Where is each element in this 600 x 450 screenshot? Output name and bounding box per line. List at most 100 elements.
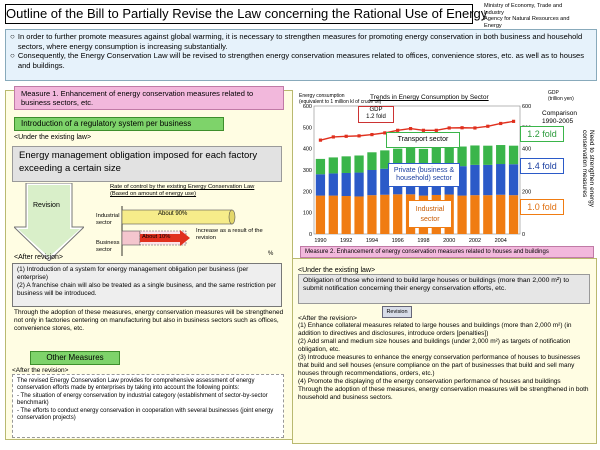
ministry-line: Ministry of Economy, Trade and (484, 3, 563, 9)
left-axis-unit: (equivalent to 1 million kl of crude oil… (299, 99, 382, 105)
bar-private (508, 164, 519, 196)
rate-chart-title-text: Rate of control by the existing Energy C… (110, 184, 255, 190)
x-tick-label: 2002 (469, 238, 481, 244)
industrial-rate-bar-end (228, 209, 236, 225)
intro-paragraph: ○ In order to further promote measures a… (10, 32, 592, 51)
left-tick-label: 100 (303, 211, 312, 217)
gdp-point (473, 126, 477, 130)
gdp-point (486, 124, 490, 128)
right-axis-unit: (trillion yen) (548, 96, 574, 102)
after-revision-label: <After revision> (14, 254, 64, 261)
bar-transport (315, 158, 326, 175)
obligation-box: Energy management obligation imposed for… (12, 146, 282, 182)
right-tick-label: 0 (522, 232, 525, 238)
ministry-line: Agency for Natural Resources and (484, 16, 570, 22)
bar-transport (328, 157, 338, 174)
left-tick-label: 400 (303, 147, 312, 153)
bar-industrial (496, 194, 506, 234)
m2-existing-law-label: <Under the existing law> (298, 267, 376, 274)
gdp-callout-label: GDP (369, 107, 383, 113)
bar-industrial (483, 195, 493, 234)
gdp-point (331, 135, 335, 139)
revision-arrow-icon (14, 183, 84, 261)
gdp-point (357, 134, 361, 138)
gdp-callout: GDP 1.2 fold (358, 106, 394, 123)
bar-industrial (367, 195, 377, 234)
bar-private (483, 164, 493, 196)
bar-transport (367, 152, 377, 170)
intro-text: Consequently, the Energy Conservation La… (17, 51, 585, 70)
measure2-heading: Measure 2. Enhancement of energy conserv… (300, 246, 594, 258)
m2-item: (2) Add small and medium size houses and… (298, 338, 571, 353)
gdp-point (344, 134, 348, 138)
existing-law-label: <Under the existing law> (14, 134, 92, 141)
x-tick-label: 1990 (314, 238, 326, 244)
after-revision-item: (1) Introduction of a system for energy … (17, 266, 249, 281)
m2-summary: Through the adoption of these measures, … (298, 386, 589, 401)
private-sector-label: Private (business & household) sector (388, 163, 460, 187)
bar-private (341, 172, 351, 197)
bar-industrial (393, 194, 403, 234)
gdp-point (383, 131, 387, 135)
x-tick-label: 1994 (366, 238, 378, 244)
right-tick-label: 400 (522, 147, 531, 153)
bar-transport (393, 148, 403, 168)
rate-chart-title: Rate of control by the existing Energy C… (110, 184, 260, 198)
m2-item: (1) Enhance collateral measures related … (298, 322, 572, 337)
bar-transport (457, 146, 467, 167)
bullet-icon: ○ (10, 32, 15, 41)
bar-transport (405, 148, 416, 168)
x-tick-label: 1992 (340, 238, 352, 244)
other-measures-paragraph: The revised Energy Conservation Law prov… (17, 378, 255, 392)
left-tick-label: 600 (303, 104, 312, 110)
industrial-sector-chart-label: Industrial sector (408, 200, 452, 228)
gdp-callout-fold: 1.2 fold (366, 114, 386, 120)
m2-item: (3) Introduce measures to enhance the en… (298, 354, 581, 377)
side-note: Need to strengthen energy conservation m… (581, 130, 595, 207)
bar-industrial (315, 195, 326, 234)
left-tick-label: 200 (303, 189, 312, 195)
rate-chart-subtitle: (Based on amount of energy use) (110, 191, 197, 197)
comparison-note: Comparison 1990-2005 (542, 110, 577, 126)
bar-transport (418, 148, 429, 168)
bar-private (380, 168, 390, 195)
measure1-heading: Measure 1. Enhancement of energy conserv… (14, 86, 284, 110)
m2-existing-box: Obligation of those who intend to build … (298, 274, 590, 304)
intro-text: In order to further promote measures aga… (17, 32, 583, 51)
measure1-section-title: Introduction of a regulatory system per … (14, 117, 224, 131)
chart-left-axis-title: Energy consumption (equivalent to 1 mill… (299, 93, 381, 105)
gdp-point (421, 128, 426, 132)
gdp-point (370, 132, 374, 137)
bar-industrial (354, 196, 364, 234)
increase-note: Increase as a result of the revision (196, 228, 263, 241)
bar-industrial (380, 194, 390, 234)
left-tick-label: 300 (303, 168, 312, 174)
bar-private (470, 164, 480, 196)
bar-industrial (341, 196, 351, 234)
bar-transport (470, 145, 480, 165)
gdp-line (320, 120, 514, 141)
bar-private (315, 174, 326, 196)
industrial-sector-label: Industrial sector (96, 213, 120, 226)
industrial-rate-value: About 90% (158, 211, 188, 217)
rate-chart (121, 206, 236, 256)
bar-transport (354, 155, 364, 173)
after-revision-item: (2) A franchise chain will also be treat… (17, 282, 277, 297)
right-axis-title: GDP (548, 90, 559, 96)
other-measures-item: - The situation of energy conservation b… (17, 392, 268, 407)
bar-transport (444, 145, 454, 166)
chart-right-axis-title: GDP (trillion yen) (548, 90, 574, 102)
page-title: Outline of the Bill to Partially Revise … (5, 4, 487, 24)
m2-item: (4) Promote the displaying of the energy… (298, 378, 561, 385)
increase-arrow-icon (140, 230, 190, 246)
other-measures-heading: Other Measures (30, 351, 120, 365)
bar-industrial (470, 195, 480, 234)
bar-transport (380, 150, 390, 169)
bar-transport (483, 145, 493, 165)
bar-transport (496, 145, 506, 165)
intro-paragraph: ○ Consequently, the Energy Conservation … (10, 51, 592, 70)
m2-after-list: (1) Enhance collateral measures related … (298, 322, 590, 402)
right-tick-label: 600 (522, 104, 531, 110)
gdp-point (318, 138, 323, 142)
x-tick-label: 2004 (495, 238, 507, 244)
